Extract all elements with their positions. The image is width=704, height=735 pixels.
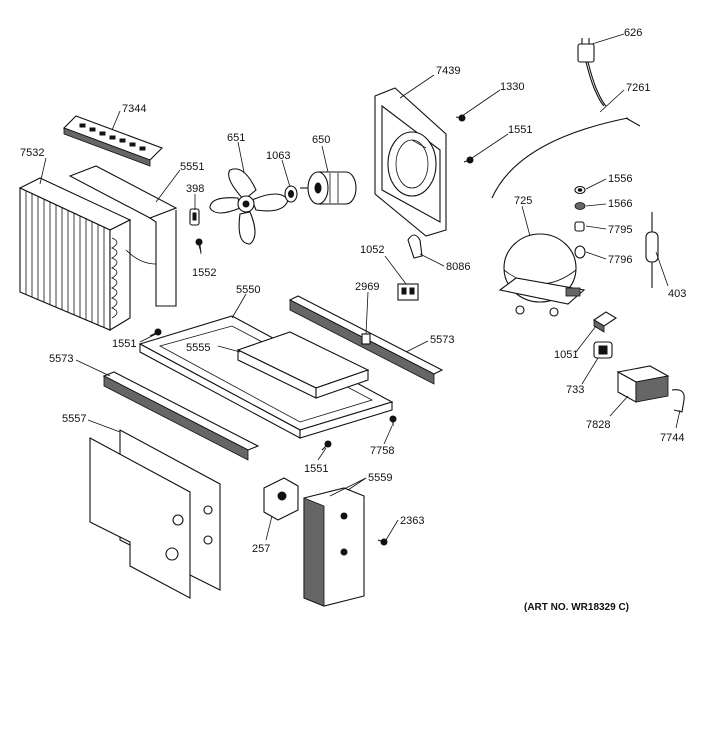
callout-403: 403 bbox=[668, 288, 686, 300]
callout-5551: 5551 bbox=[180, 161, 204, 173]
callout-1330: 1330 bbox=[500, 81, 524, 93]
callout-7744: 7744 bbox=[660, 432, 684, 444]
callout-1566: 1566 bbox=[608, 198, 632, 210]
part-7439-orifice-shroud bbox=[374, 87, 447, 237]
callout-7758: 7758 bbox=[370, 445, 394, 457]
callout-5550: 5550 bbox=[236, 284, 260, 296]
callout-651: 651 bbox=[227, 132, 245, 144]
callout-7344: 7344 bbox=[122, 103, 146, 115]
part-651-fan-blade bbox=[209, 168, 289, 245]
part-2363-screw bbox=[377, 538, 388, 546]
part-257-timer bbox=[263, 477, 299, 521]
leader-lines bbox=[39, 33, 681, 541]
callout-1551-bottom: 1551 bbox=[304, 463, 328, 475]
callout-650: 650 bbox=[312, 134, 330, 146]
callout-7795: 7795 bbox=[608, 224, 632, 236]
part-7344-grille-strip bbox=[63, 115, 163, 167]
part-1551-screw-left bbox=[149, 328, 162, 337]
callout-725: 725 bbox=[514, 195, 532, 207]
part-1551-screw-top bbox=[463, 156, 474, 164]
part-1551-screw-bottom bbox=[321, 440, 332, 451]
part-8086-clip bbox=[407, 234, 423, 259]
part-7532-condenser-coil bbox=[18, 177, 132, 331]
callout-8086: 8086 bbox=[446, 261, 470, 273]
part-1552-screw bbox=[195, 238, 203, 253]
callout-5557: 5557 bbox=[62, 413, 86, 425]
part-626-power-cord bbox=[577, 38, 607, 107]
art-number-note: (ART NO. WR18329 C) bbox=[524, 602, 629, 613]
part-2969-spacer bbox=[361, 333, 371, 345]
part-5555-drain-pan bbox=[236, 331, 370, 399]
part-1556-grommet bbox=[574, 185, 586, 195]
callout-626: 626 bbox=[624, 27, 642, 39]
part-403-drier bbox=[645, 212, 659, 288]
callout-733: 733 bbox=[566, 384, 584, 396]
part-5573-rail-left bbox=[102, 371, 260, 461]
part-1063-nut bbox=[284, 185, 298, 203]
part-725-compressor bbox=[498, 233, 586, 317]
callout-1051: 1051 bbox=[554, 349, 578, 361]
callout-5559: 5559 bbox=[368, 472, 392, 484]
part-398-clip bbox=[189, 208, 200, 226]
callout-5555: 5555 bbox=[186, 342, 210, 354]
part-733-relay bbox=[593, 341, 613, 359]
part-7744-clip bbox=[671, 389, 685, 413]
callout-5573-left: 5573 bbox=[49, 353, 73, 365]
callout-1063: 1063 bbox=[266, 150, 290, 162]
callout-7261: 7261 bbox=[626, 82, 650, 94]
callout-7828: 7828 bbox=[586, 419, 610, 431]
part-7796-sleeve bbox=[574, 245, 586, 259]
part-7828-terminal-cover bbox=[616, 365, 670, 403]
part-1051-overload bbox=[592, 311, 618, 333]
part-1052-capacitor bbox=[397, 283, 419, 301]
part-5559-control-panel bbox=[303, 487, 365, 607]
callout-398: 398 bbox=[186, 183, 204, 195]
part-5557-panel bbox=[89, 429, 221, 599]
part-1330-screw bbox=[455, 114, 466, 122]
callout-7439: 7439 bbox=[436, 65, 460, 77]
callout-7532: 7532 bbox=[20, 147, 44, 159]
callout-7796: 7796 bbox=[608, 254, 632, 266]
part-7261-tubing bbox=[491, 117, 641, 199]
callout-1552: 1552 bbox=[192, 267, 216, 279]
part-7795-sleeve bbox=[574, 221, 585, 232]
callout-1551-top: 1551 bbox=[508, 124, 532, 136]
callout-2363: 2363 bbox=[400, 515, 424, 527]
callout-257: 257 bbox=[252, 543, 270, 555]
callout-1556: 1556 bbox=[608, 173, 632, 185]
callout-5573-right: 5573 bbox=[430, 334, 454, 346]
callout-1052: 1052 bbox=[360, 244, 384, 256]
part-5551-shroud bbox=[68, 165, 178, 307]
callout-2969: 2969 bbox=[355, 281, 379, 293]
part-650-fan-motor bbox=[300, 171, 357, 205]
callout-1551-left: 1551 bbox=[112, 338, 136, 350]
part-1566-washer bbox=[574, 202, 586, 210]
part-7758-screw bbox=[389, 415, 397, 426]
